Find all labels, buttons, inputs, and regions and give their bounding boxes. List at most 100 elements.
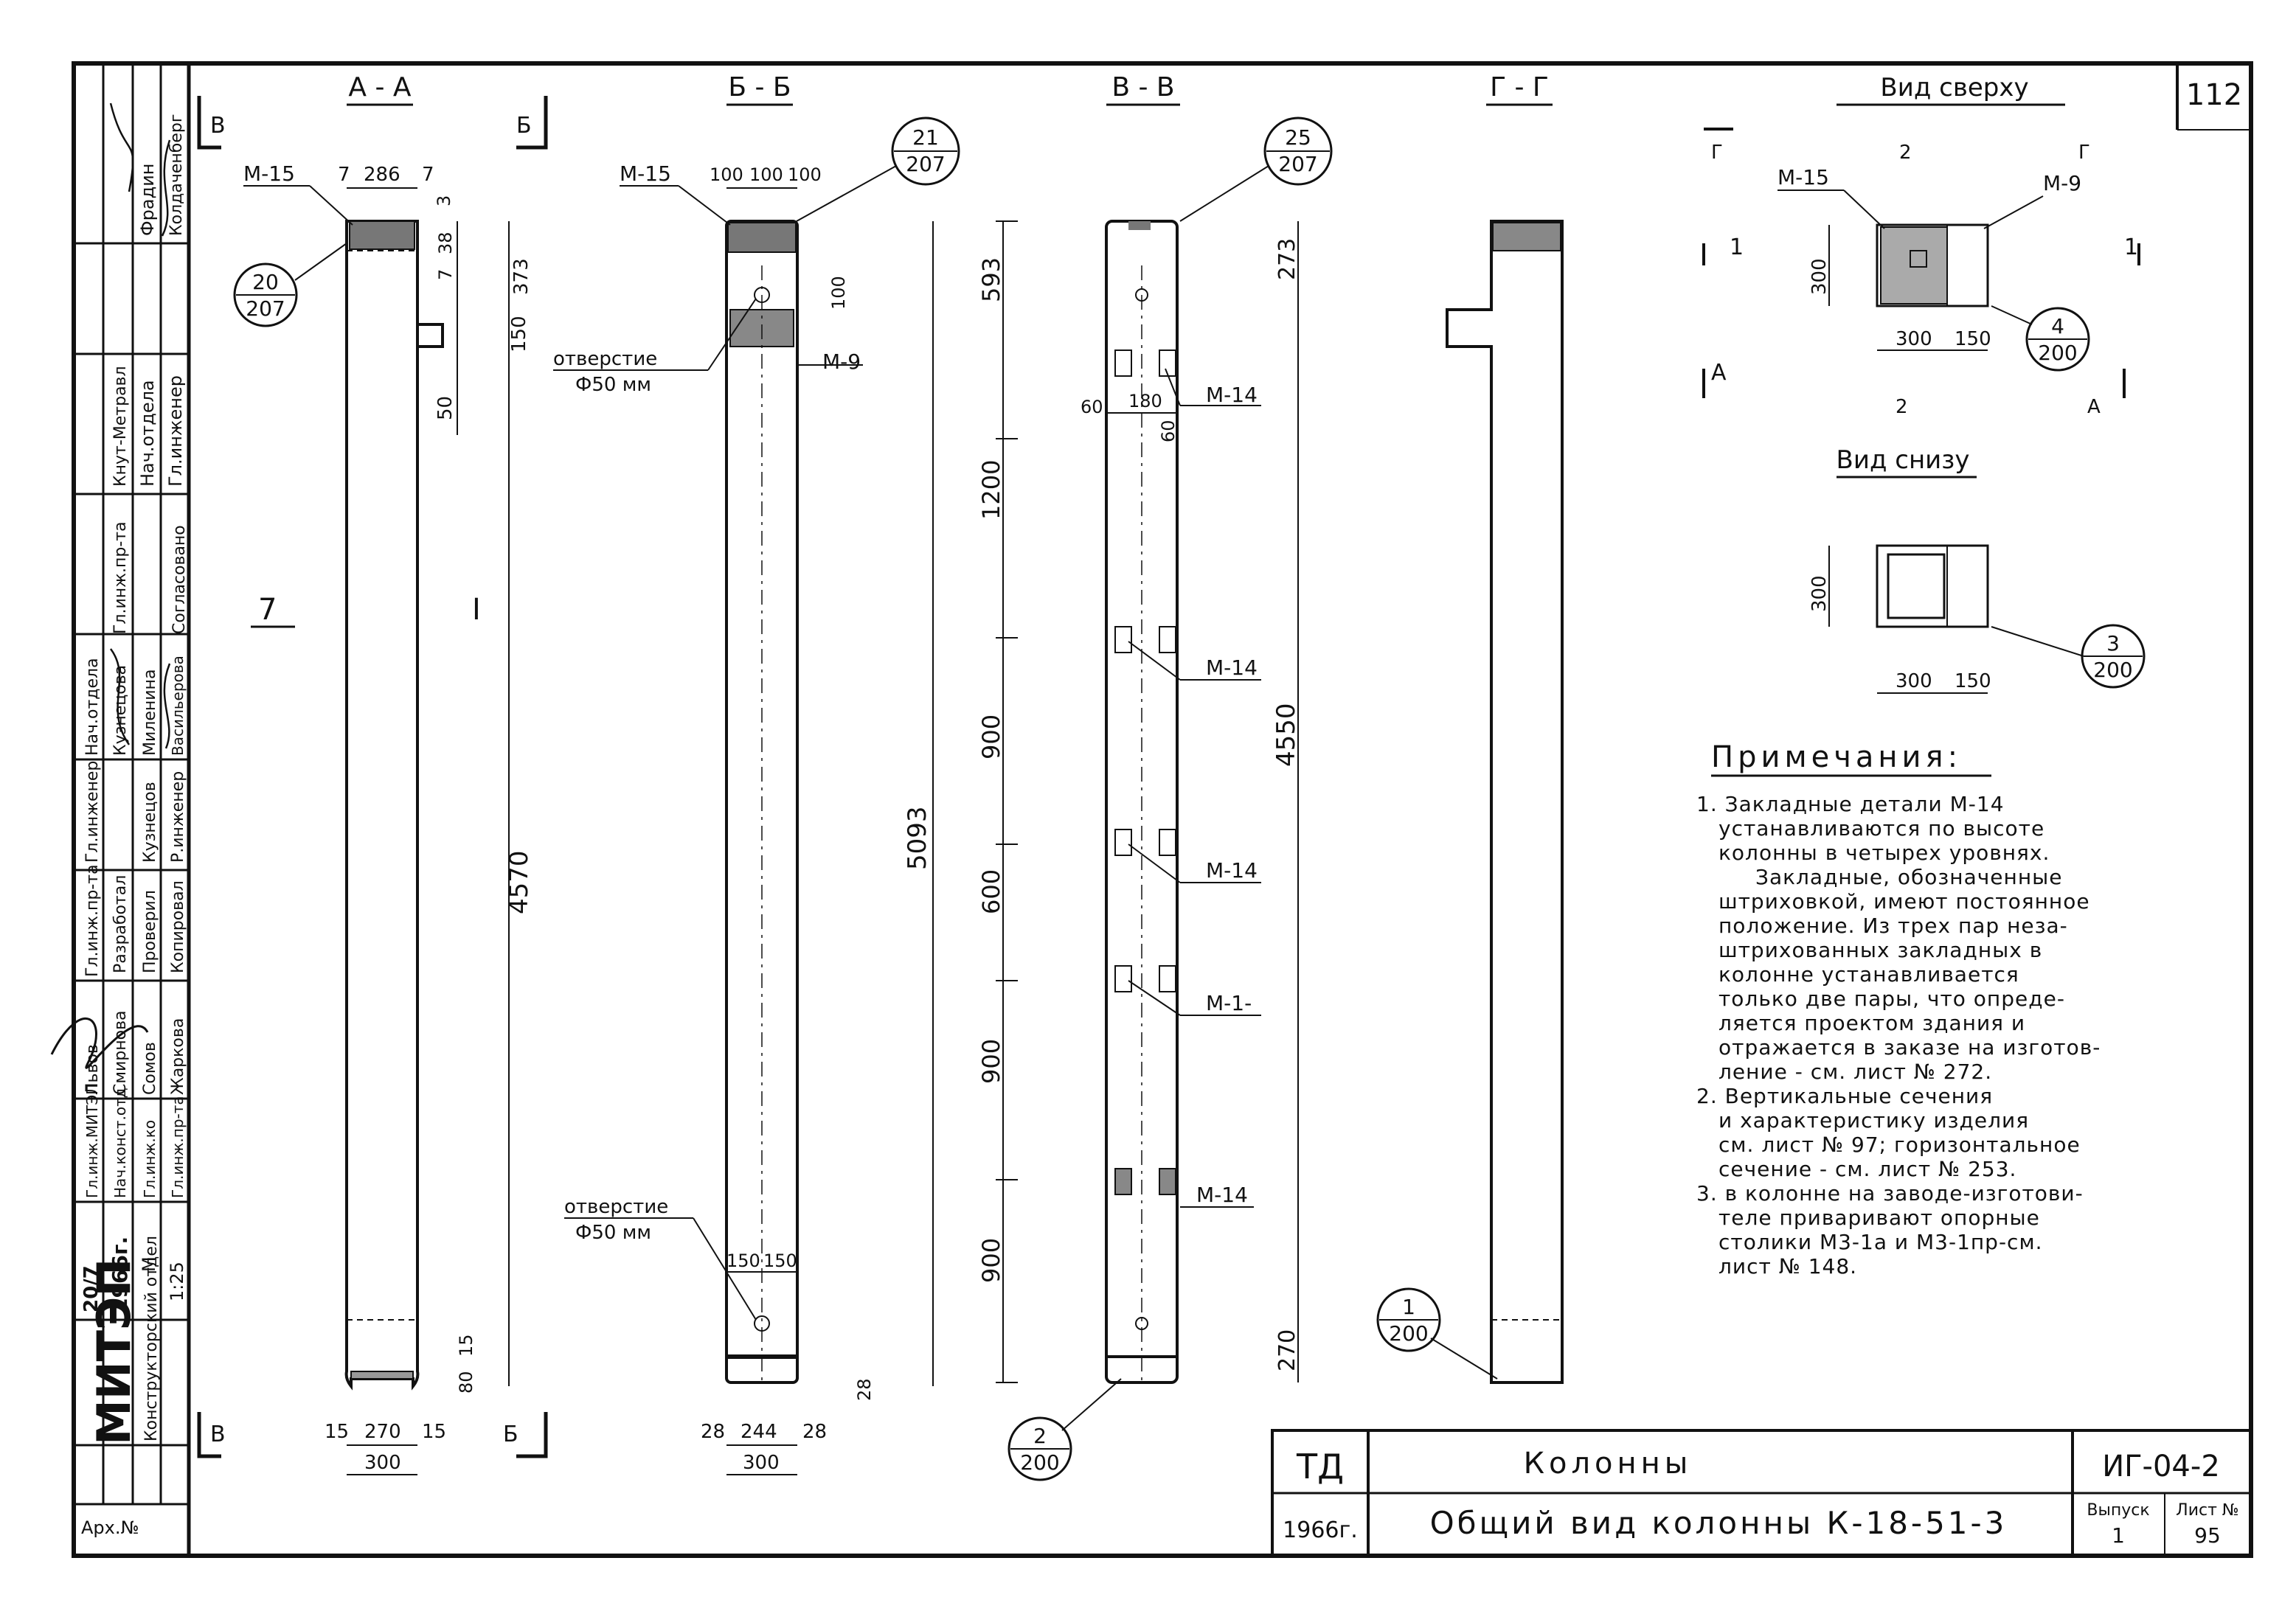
dim-bb-mid-bot-1: 150 [726,1251,760,1271]
callout-gg-sheet: 200 [1389,1321,1428,1346]
stamp-name-9: Смирнова [111,1010,130,1095]
note-line: штриховкой, имеют постоянное [1718,889,2090,914]
tb-issue-label: Выпуск [2087,1501,2149,1520]
callout-gg-num: 1 [1402,1295,1415,1319]
note-line: ление - см. лист № 272. [1718,1060,1992,1084]
dim-aa-bot-2: 270 [364,1421,401,1443]
stamp-role-13: Гл.инж.ко [141,1120,159,1198]
embedded-plate-m15-bb [727,222,797,253]
hole-top-dia: Ф50 мм [575,374,651,396]
view-bb-title: Б - Б [728,72,791,102]
stamp-name-5: Миленина [141,669,159,756]
stamp-role-7: Р.инженер [169,771,187,863]
callout-vv-bot-sheet: 200 [1020,1450,1059,1475]
note-line: колонне устанавливается [1718,962,2019,987]
top-dim-left: 300 [1808,258,1831,295]
tb-year: 1966г. [1283,1517,1358,1543]
stamp-role-3: Гл.инж.пр-та [111,521,130,634]
tb-name: Общий вид колонны К-18-51-3 [1430,1505,2008,1541]
stamp-coord-header: Согласовано [170,525,189,634]
cut-label-left-bot: В [210,1422,226,1447]
signature-scribble [50,1018,149,1069]
note-line: теле приваривают опорные [1718,1206,2040,1230]
stamp-role-4: Нач.отдела [83,658,102,756]
stamp-scale: 1:25 [167,1262,187,1301]
dim-aa-top-2: 286 [364,164,400,186]
callout-vv-bot-num: 2 [1033,1424,1047,1448]
view-vv-title: В - В [1111,72,1174,102]
top-cut-6: А [1711,360,1727,386]
hole-vv-bot [1135,1317,1148,1330]
dim-vv-left-1: 593 [977,257,1005,302]
cut-label-left-top: В [210,113,226,139]
dim-vv-left-4: 600 [977,869,1005,914]
bottom-dim-left: 300 [1808,575,1831,612]
stamp-role-2: Гл.инженер [165,375,186,487]
cut-label-right-bot: Б [503,1422,518,1447]
hole-bottom-label: отверстие [564,1196,668,1218]
top-mark-m9: М-9 [2043,171,2081,195]
top-cut-3: Г [2078,142,2090,164]
top-cut-4: 1 [1730,234,1744,260]
note-line: устанавливаются по высоте [1718,816,2044,841]
note-line: см. лист № 97; горизонтальное [1718,1133,2081,1157]
dim-vv-top-3: 60 [1158,420,1179,442]
view-bb: Б - Б М-15 100 100 100 21 207 отверстие … [553,72,960,1475]
note-line: ляется проектом здания и [1718,1011,2025,1035]
dim-aa-right-3: 7 [435,269,456,280]
dim-vv-left-3: 900 [977,714,1005,759]
stamp-role-10: Копировал [169,880,187,973]
dim-aa-right-5: 150 [508,316,530,352]
stamp-name-11: Жаркова [169,1018,187,1095]
signature-scribble-2 [109,102,171,237]
view-bottom: Вид снизу 300 300 150 3 200 [1808,445,2146,694]
stamp-role-6: Гл.инж.пр-та [83,864,102,977]
dim-vv-left-6: 900 [977,1238,1005,1283]
tb-series: ИГ-04-2 [2102,1450,2220,1484]
dim-bb-bot-1: 28 [701,1421,725,1443]
hole-bottom-dia: Ф50 мм [575,1222,651,1244]
corner-sheet-number: 112 [2186,78,2242,112]
bottom-plan-outline [1876,544,1989,628]
dim-vv-top-1: 60 [1081,397,1103,417]
dim-bb-bot-3: 28 [802,1421,827,1443]
dim-aa-right-1: 3 [434,195,454,206]
callout-top [2025,307,2090,372]
mark-vv-3: М-14 [1206,858,1258,883]
corner-number-box: 112 [2176,63,2251,131]
dim-bb-hole: 100 [828,276,849,310]
callout-bottom-num: 3 [2106,631,2120,655]
view-bottom-title: Вид снизу [1837,445,1970,475]
stamp-name-6: Кузнецов [141,782,159,863]
view-gg: Г - Г 1 200 [1376,72,1564,1384]
note-line: сечение - см. лист № 253. [1718,1157,2016,1181]
note-line: 3. в колонне на заводе-изготови- [1696,1181,2084,1206]
plates-level-3 [1114,829,1176,856]
aa-center-mark: I [472,593,481,627]
top-cut-5: 1 [2124,234,2138,260]
stamp-name-7: Васильерова [169,655,187,756]
callout-bottom-sheet: 200 [2093,658,2132,682]
dim-aa-bot-4: 300 [364,1452,401,1474]
view-vv: В - В М-14 М-14 [977,72,1333,1481]
note-line: Закладные, обозначенные [1755,865,2062,889]
note-line: и характеристику изделия [1718,1108,2029,1133]
dim-aa-right-6: 50 [434,396,457,420]
dim-aa-bot-3: 15 [422,1421,446,1443]
plates-level-4 [1114,965,1176,992]
dim-bb-bot-right: 28 [854,1378,875,1401]
tb-sheet-label: Лист № [2176,1501,2239,1520]
dim-vv-left-2: 1200 [977,460,1005,520]
view-aa: А - А В Б В Б М-15 7 286 7 20 207 [197,72,548,1475]
aa-side-label: 7 [258,593,277,627]
callout-vv-bot [1007,1416,1072,1481]
stamp-role-1: Нач.отдела [137,380,158,487]
dim-vv-height: 4550 [1272,703,1301,767]
dim-aa-bot-r-1: 15 [456,1334,476,1357]
mark-vv-1: М-14 [1206,383,1258,407]
dim-bb-top-1: 100 [710,164,743,185]
callout-vv-top [1263,116,1333,186]
bottom-dim-bot-1: 300 [1896,670,1932,692]
callout-top-sheet: 200 [2038,341,2077,365]
